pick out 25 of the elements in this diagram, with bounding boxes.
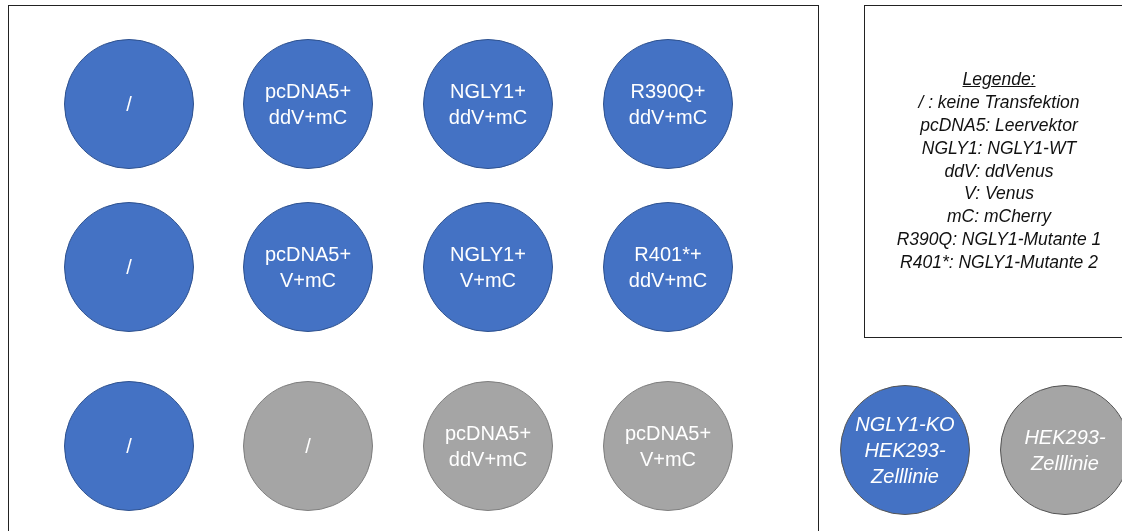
well-label: / [125,255,133,280]
key-entry: / : keine Transfektion [918,91,1080,114]
key-box [864,5,1122,338]
key-entry: ddV: ddVenus [944,160,1054,183]
well-label: / [125,434,133,459]
key-entry: mC: mCherry [947,206,1051,229]
legend-label: NGLY1-KO HEK293-Zelllinie [854,412,956,489]
key-entry: V: Venus [963,183,1035,206]
key-entry: R401*: NGLY1-Mutante 2 [900,252,1098,274]
well-label: pcDNA5+ ddV+mC [443,421,533,472]
key-entry: pcDNA5: Leervektor [920,114,1078,137]
well-label: pcDNA5+ V+mC [623,421,713,472]
key-heading: Legende: [962,69,1036,91]
well-label: pcDNA5+ V+mC [263,242,353,293]
well-label: NGLY1+ V+mC [449,242,527,293]
plate-outline [8,5,819,531]
well-label: NGLY1+ ddV+mC [447,79,529,130]
well-label: pcDNA5+ ddV+mC [263,79,353,130]
key-entry: R390Q: NGLY1-Mutante 1 [896,229,1102,252]
legend-label: HEK293-Zelllinie [1023,425,1107,476]
well-label: R401*+ ddV+mC [627,242,709,293]
well-label: R390Q+ ddV+mC [627,79,709,130]
well-label: / [304,434,312,459]
key-entry: NGLY1: NGLY1-WT [921,137,1077,160]
well-label: / [125,92,133,117]
